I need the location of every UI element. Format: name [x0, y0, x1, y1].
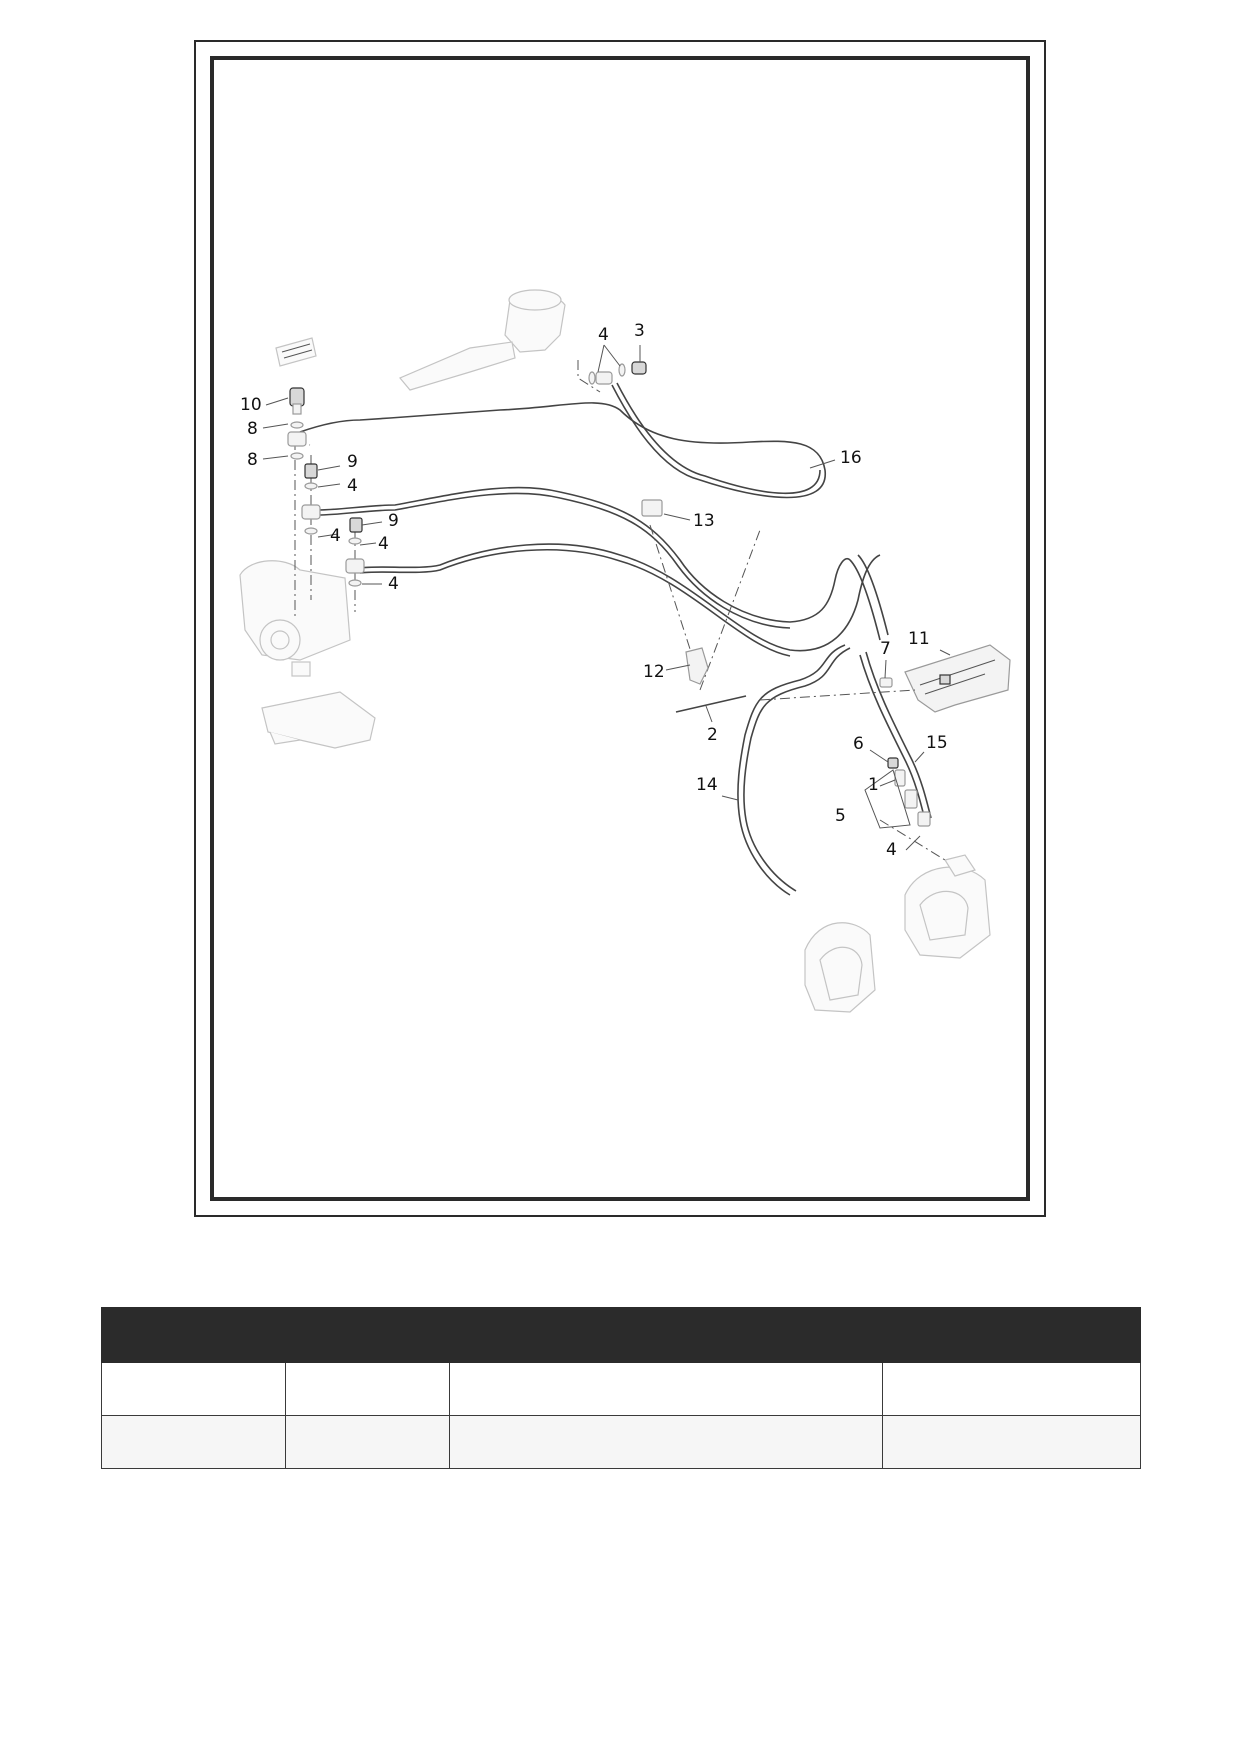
callout-14: 14 — [696, 775, 718, 795]
callout-9-lower: 9 — [388, 511, 399, 531]
parts-table — [101, 1307, 1141, 1469]
banjo-bolt-10 — [289, 387, 305, 415]
callout-10: 10 — [240, 395, 262, 415]
banjo-union-upper — [287, 431, 307, 447]
table-cell — [882, 1362, 1141, 1416]
hose-clip-13 — [641, 499, 663, 517]
callout-8-lower: 8 — [247, 450, 258, 470]
washer-4-b — [304, 527, 318, 535]
washer-8-upper — [290, 421, 304, 429]
callout-16: 16 — [840, 448, 862, 468]
table-header-cell — [101, 1307, 286, 1363]
washer-4-c — [348, 537, 362, 545]
hose-guide-plate — [904, 644, 1011, 713]
callout-6: 6 — [853, 734, 864, 754]
callout-11: 11 — [908, 629, 930, 649]
callout-4-c: 4 — [378, 534, 389, 554]
handlebar-clamp — [275, 337, 317, 367]
callout-8-upper: 8 — [247, 419, 258, 439]
banjo-bolt-3 — [631, 361, 647, 375]
table-header-cell — [882, 1307, 1141, 1363]
table-cell — [882, 1415, 1141, 1469]
callout-15: 15 — [926, 733, 948, 753]
brake-hose-lower — [359, 543, 881, 652]
diagram-outer-border — [194, 40, 1046, 1217]
table-header-row — [101, 1307, 1141, 1363]
callout-12: 12 — [643, 662, 665, 682]
master-cylinder-lever — [399, 289, 566, 391]
callout-7: 7 — [880, 639, 891, 659]
washer-4-a — [304, 482, 318, 490]
callout-2: 2 — [707, 725, 718, 745]
washer-4-d — [348, 579, 362, 587]
table-cell — [101, 1362, 286, 1416]
bleed-cap-6 — [887, 757, 899, 769]
table-row — [101, 1362, 1141, 1416]
callout-4-a: 4 — [347, 476, 358, 496]
callout-4-d: 4 — [388, 574, 399, 594]
abs-modulator — [239, 560, 351, 677]
table-cell — [449, 1362, 883, 1416]
right-front-caliper — [904, 854, 991, 959]
banjo-union-lower — [345, 558, 365, 574]
table-header-cell — [285, 1307, 450, 1363]
table-cell — [285, 1362, 450, 1416]
callout-4-b: 4 — [330, 526, 341, 546]
bolt-7 — [879, 677, 893, 688]
callout-1: 1 — [868, 775, 879, 795]
table-cell — [285, 1415, 450, 1469]
washer-8-lower — [290, 452, 304, 460]
callout-3: 3 — [634, 321, 645, 341]
callout-4-top: 4 — [598, 325, 609, 345]
brake-hose-middle — [317, 486, 851, 623]
table-header-cell — [449, 1307, 883, 1363]
callout-9-upper: 9 — [347, 452, 358, 472]
brake-hose-14 — [737, 644, 846, 896]
left-front-caliper — [804, 922, 876, 1013]
banjo-union-middle — [301, 504, 321, 520]
table-cell — [101, 1415, 286, 1469]
abs-bracket — [261, 691, 376, 749]
banjo-bolt-9-lower — [349, 517, 363, 533]
table-cell — [449, 1415, 883, 1469]
callout-5: 5 — [835, 806, 846, 826]
brake-hose-16 — [299, 384, 826, 499]
callout-13: 13 — [693, 511, 715, 531]
cable-tie-2 — [675, 695, 747, 713]
diagram-inner-border — [210, 56, 1030, 1201]
table-row — [101, 1415, 1141, 1469]
hose-clip-12 — [685, 647, 709, 685]
brake-hose-15 — [859, 654, 926, 821]
bleed-nipple-1 — [894, 769, 906, 787]
banjo-bolt-9-upper — [304, 463, 318, 479]
callout-4-bottom: 4 — [886, 840, 897, 860]
